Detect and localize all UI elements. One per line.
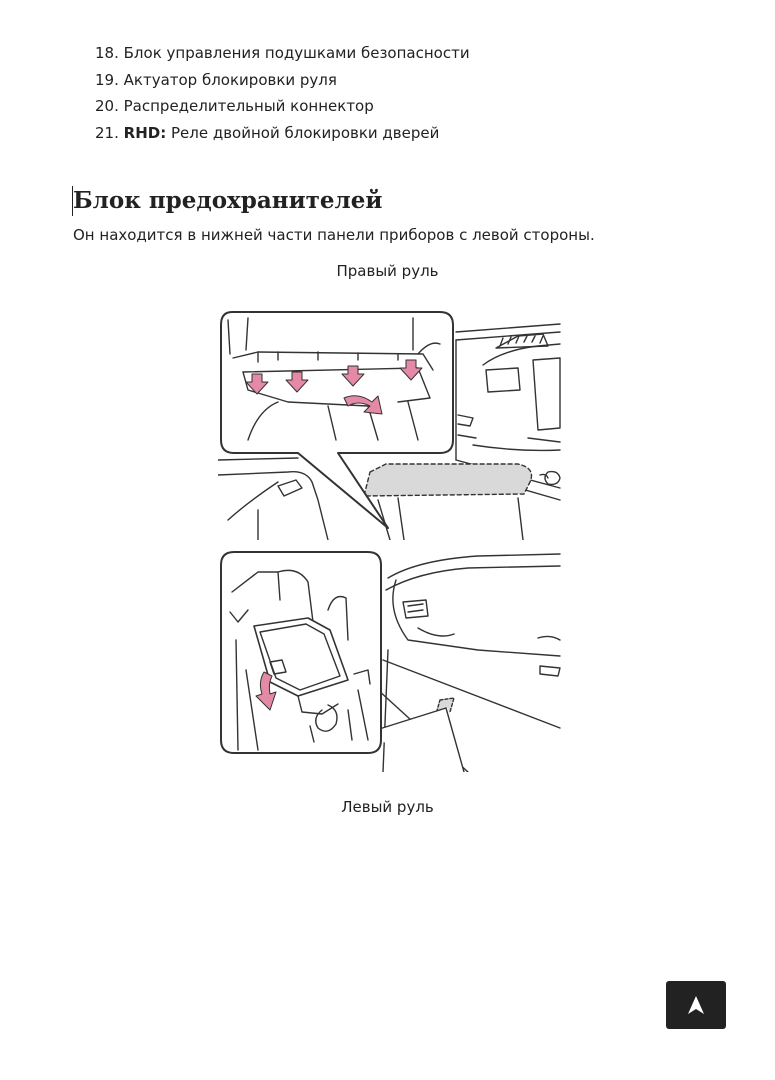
list-item: 21. RHD: Реле двойной блокировки дверей bbox=[95, 120, 470, 147]
list-item-number: 21. bbox=[95, 124, 119, 143]
lhd-dashboard-drawing bbox=[220, 551, 561, 772]
pink-arrow-down bbox=[341, 365, 365, 387]
fuse-box-location-highlight bbox=[363, 463, 533, 497]
figure-caption-bottom: Левый руль bbox=[341, 798, 434, 816]
text-cursor bbox=[72, 186, 73, 216]
arrow-up-icon bbox=[688, 996, 704, 1014]
list-item: 19. Актуатор блокировки руля bbox=[95, 67, 470, 94]
scroll-to-top-button[interactable] bbox=[666, 981, 726, 1029]
pink-arrow-down bbox=[245, 373, 269, 395]
list-item: 18. Блок управления подушками безопаснос… bbox=[95, 40, 470, 67]
pink-arrow-down bbox=[399, 359, 423, 381]
numbered-list: 18. Блок управления подушками безопаснос… bbox=[95, 40, 470, 147]
list-item-bold-prefix: RHD: bbox=[123, 124, 167, 143]
list-item-number: 18. bbox=[95, 44, 119, 62]
pink-arrow-pull bbox=[255, 671, 277, 711]
rhd-dashboard-drawing bbox=[218, 311, 561, 541]
pink-arrow-pull bbox=[343, 395, 383, 415]
list-item: 20. Распределительный коннектор bbox=[95, 93, 470, 120]
fuse-box-location-illustration bbox=[218, 311, 563, 772]
pink-arrow-down bbox=[285, 371, 309, 393]
list-item-text: Блок управления подушками безопасности bbox=[123, 44, 470, 62]
list-item-text: Реле двойной блокировки дверей bbox=[170, 124, 440, 143]
list-item-text: Распределительный коннектор bbox=[123, 97, 374, 116]
section-description: Он находится в нижней части панели прибо… bbox=[73, 226, 595, 244]
section-title: Блок предохранителей bbox=[73, 187, 383, 214]
list-item-number: 20. bbox=[95, 97, 119, 116]
figure-caption-top: Правый руль bbox=[336, 262, 439, 280]
list-item-number: 19. bbox=[95, 70, 119, 89]
list-item-text: Актуатор блокировки руля bbox=[123, 70, 337, 89]
